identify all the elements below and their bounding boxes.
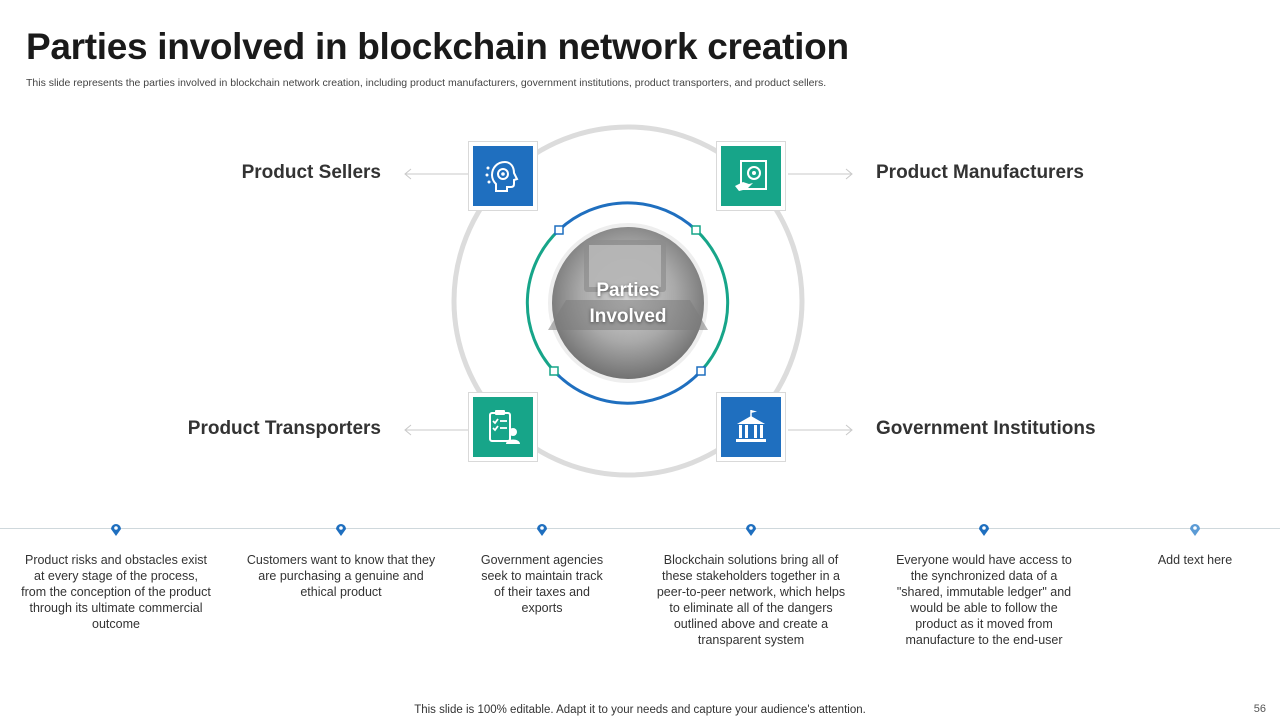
tile-transporters bbox=[468, 392, 538, 462]
slide-subtitle: This slide represents the parties involv… bbox=[26, 77, 827, 89]
timeline-description: Government agencies seek to maintain tra… bbox=[480, 553, 604, 615]
party-label-transporters: Product Transporters bbox=[187, 418, 381, 439]
timeline-description: Everyone would have access to the synchr… bbox=[896, 553, 1072, 647]
timeline-marker-icon bbox=[1190, 524, 1200, 536]
arc-node bbox=[554, 225, 564, 235]
inner-arc-right bbox=[694, 228, 730, 373]
center-label: Parties Involved bbox=[563, 278, 693, 330]
timeline-description: Blockchain solutions bring all of these … bbox=[656, 553, 846, 647]
timeline-marker-icon bbox=[537, 524, 547, 536]
government-building-icon bbox=[721, 397, 781, 457]
tile-manufacturers bbox=[716, 141, 786, 211]
timeline-description: Add text here bbox=[1157, 553, 1233, 567]
gear-hand-icon bbox=[721, 146, 781, 206]
arc-node bbox=[691, 225, 701, 235]
slide-footer: This slide is 100% editable. Adapt it to… bbox=[414, 704, 866, 716]
page-number: 56 bbox=[1253, 703, 1266, 715]
tile-sellers bbox=[468, 141, 538, 211]
center-label-line1: Parties bbox=[596, 280, 660, 301]
inner-arc-left bbox=[525, 228, 561, 373]
timeline-marker-icon bbox=[979, 524, 989, 536]
party-label-manufacturers: Product Manufacturers bbox=[876, 162, 1084, 183]
party-label-government: Government Institutions bbox=[876, 418, 1096, 439]
party-label-sellers: Product Sellers bbox=[241, 162, 381, 183]
brain-gear-icon bbox=[473, 146, 533, 206]
inner-arc-top bbox=[557, 201, 698, 232]
timeline-marker-icon bbox=[111, 524, 121, 536]
timeline-marker-icon bbox=[336, 524, 346, 536]
outer-ring bbox=[451, 124, 805, 478]
arc-node bbox=[549, 366, 559, 376]
tile-government bbox=[716, 392, 786, 462]
arc-node bbox=[696, 366, 706, 376]
timeline-marker-icon bbox=[746, 524, 756, 536]
inner-arc-bottom bbox=[552, 369, 703, 405]
center-label-line2: Involved bbox=[589, 306, 667, 327]
timeline-line bbox=[0, 528, 1280, 529]
timeline-description: Customers want to know that they are pur… bbox=[246, 553, 436, 599]
checklist-person-icon bbox=[473, 397, 533, 457]
timeline-description: Product risks and obstacles exist at eve… bbox=[21, 553, 211, 631]
slide-title: Parties involved in blockchain network c… bbox=[26, 26, 849, 67]
